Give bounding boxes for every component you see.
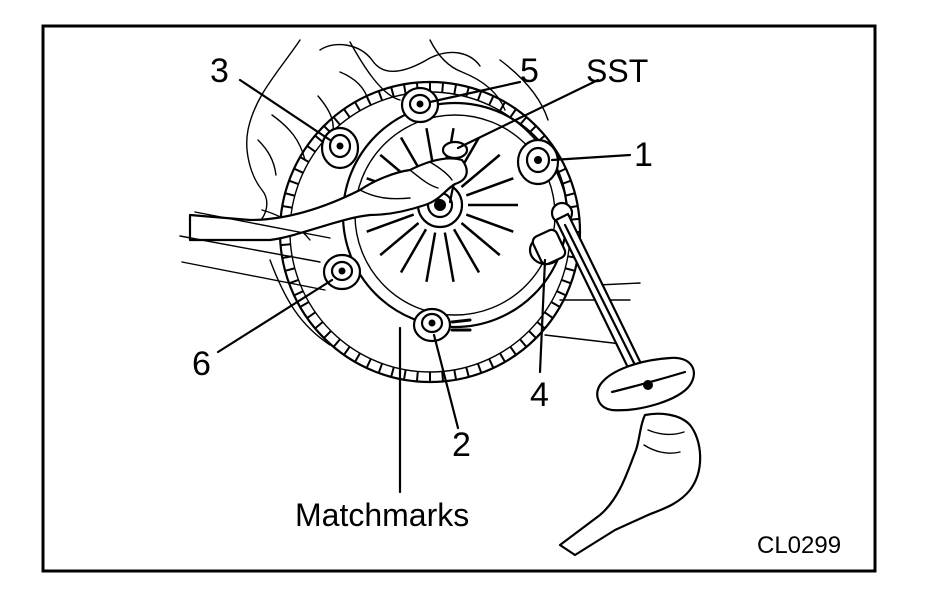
left-arm bbox=[179, 211, 331, 291]
bolt-3 bbox=[320, 126, 360, 170]
diaphragm-finger bbox=[465, 177, 514, 197]
figure-code: CL0299 bbox=[757, 532, 841, 559]
diaphragm-finger bbox=[460, 153, 501, 188]
diaphragm-finger bbox=[425, 232, 437, 283]
bolt-label-3: 3 bbox=[210, 52, 229, 90]
bolt-label-4: 4 bbox=[530, 376, 549, 414]
leader-lines bbox=[216, 78, 632, 494]
bolt-label-5: 5 bbox=[520, 52, 539, 90]
ring-gear-tooth bbox=[299, 156, 310, 163]
ring-gear-tooth bbox=[306, 311, 316, 319]
diaphragm-finger bbox=[452, 228, 481, 274]
bolt-label-6: 6 bbox=[192, 345, 211, 383]
ring-gear-tooth bbox=[453, 369, 458, 380]
ring-gear-tooth bbox=[453, 84, 458, 95]
bolt-6 bbox=[322, 253, 362, 291]
ring-gear-tooth bbox=[314, 321, 324, 330]
ring-gear-tooth bbox=[544, 311, 554, 319]
ring-gear-tooth bbox=[488, 358, 495, 369]
ring-gear-tooth bbox=[288, 179, 299, 186]
ring-gear-tooth bbox=[323, 330, 332, 339]
ring-gear-tooth bbox=[556, 290, 567, 297]
ring-gear-tooth bbox=[314, 134, 324, 143]
ring-gear-tooth bbox=[564, 267, 576, 272]
ring-gear-tooth bbox=[390, 86, 395, 98]
diaphragm-finger bbox=[460, 222, 501, 257]
ring-gear-tooth bbox=[377, 90, 384, 101]
ring-gear-tooth bbox=[284, 267, 296, 272]
ring-gear-tooth bbox=[499, 352, 506, 363]
ring-gear-tooth bbox=[509, 108, 517, 118]
ring-gear-tooth bbox=[465, 366, 470, 378]
diaphragm-finger bbox=[366, 213, 415, 233]
diaphragm-finger bbox=[465, 213, 514, 233]
ring-gear-tooth bbox=[282, 204, 293, 209]
bolt-1 bbox=[516, 138, 560, 186]
ring-gear-tooth bbox=[332, 116, 341, 126]
ring-gear-tooth bbox=[465, 86, 470, 98]
ring-gear-tooth bbox=[343, 108, 351, 118]
ring-gear-tooth bbox=[441, 82, 445, 93]
ring-gear-tooth bbox=[293, 290, 304, 297]
ring-gear-tooth bbox=[284, 192, 296, 197]
ring-gear-tooth bbox=[509, 346, 517, 356]
diaphragm-finger bbox=[379, 222, 420, 257]
ring-gear-tooth bbox=[564, 192, 576, 197]
bolt-2 bbox=[412, 307, 452, 343]
ring-gear-tooth bbox=[488, 95, 495, 106]
ring-gear-tooth bbox=[293, 167, 304, 174]
ring-gear-tooth bbox=[280, 243, 291, 247]
ring-gear-tooth bbox=[402, 369, 407, 380]
torque-wrench bbox=[531, 201, 695, 412]
ring-gear-tooth bbox=[332, 338, 341, 348]
sst-label: SST bbox=[586, 53, 648, 89]
bolt-label-2: 2 bbox=[452, 426, 471, 464]
ring-gear-tooth bbox=[354, 352, 361, 363]
bolt-label-1: 1 bbox=[634, 136, 653, 174]
ring-gear-tooth bbox=[441, 371, 445, 382]
right-hand bbox=[558, 412, 702, 557]
ring-gear-tooth bbox=[519, 338, 528, 348]
diaphragm-finger bbox=[443, 232, 455, 283]
ring-gear-tooth bbox=[390, 366, 395, 378]
ring-gear-tooth bbox=[476, 90, 483, 101]
figure-frame bbox=[41, 24, 877, 573]
matchmarks-label: Matchmarks bbox=[295, 497, 469, 533]
ring-gear-tooth bbox=[499, 101, 506, 112]
ring-gear-tooth bbox=[415, 371, 419, 382]
diaphragm-finger bbox=[399, 228, 428, 274]
ring-gear-tooth bbox=[528, 330, 537, 339]
ring-gear-tooth bbox=[306, 145, 316, 153]
ring-gear-tooth bbox=[377, 363, 384, 374]
ring-gear-tooth bbox=[550, 301, 561, 308]
ring-gear-tooth bbox=[343, 346, 351, 356]
ring-gear-tooth bbox=[365, 358, 372, 369]
ring-gear-tooth bbox=[365, 95, 372, 106]
bolt-5 bbox=[400, 86, 440, 124]
ring-gear-tooth bbox=[402, 84, 407, 95]
ring-gear-tooth bbox=[476, 363, 483, 374]
ring-gear-tooth bbox=[354, 101, 361, 112]
left-hand bbox=[188, 157, 468, 242]
ring-gear-tooth bbox=[299, 301, 310, 308]
ring-gear-tooth bbox=[561, 278, 572, 285]
matchmark-ticks bbox=[450, 318, 472, 332]
